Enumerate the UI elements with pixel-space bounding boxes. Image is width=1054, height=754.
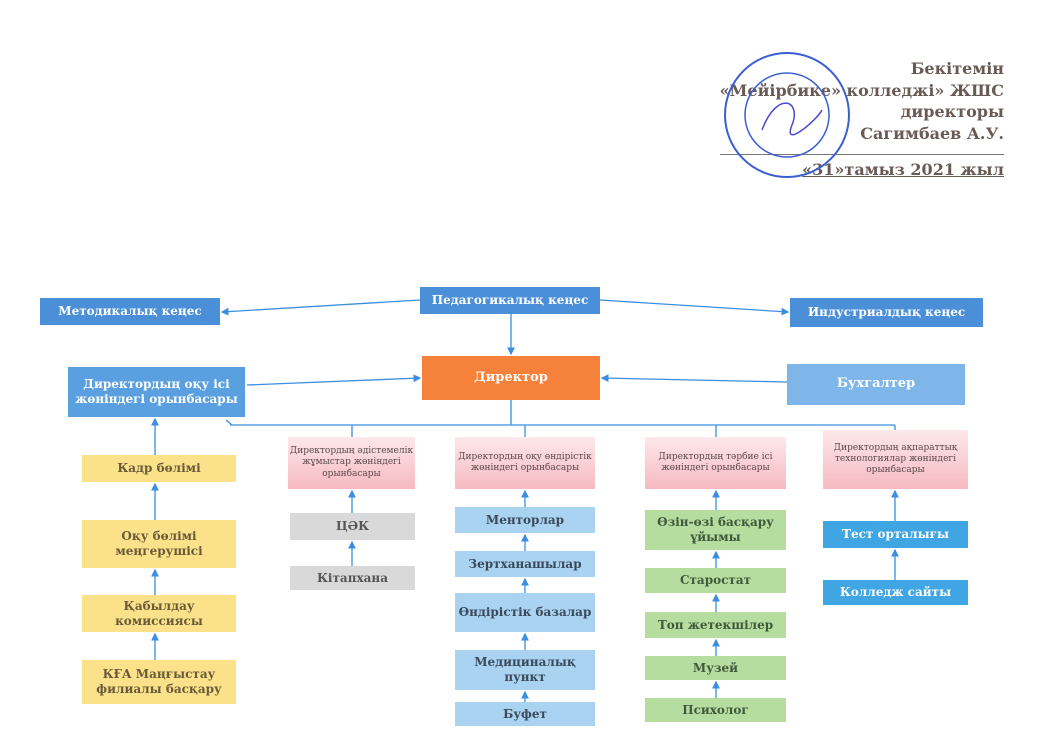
- col2-item: ЦӘК: [290, 513, 415, 540]
- col4-item: Өзін-өзі басқару ұйымы: [645, 510, 786, 550]
- deputy-production: Директордың оқу өндірістік жөніндегі оры…: [455, 437, 595, 489]
- deputy-upbringing: Директордың тәрбие ісі жөніндегі орынбас…: [645, 437, 786, 489]
- col4-item: Топ жетекшілер: [645, 612, 786, 638]
- director: Директор: [422, 356, 600, 400]
- col3-item: Буфет: [455, 702, 595, 726]
- approval-org: «Мейірбике» колледжі» ЖШС: [719, 80, 1004, 100]
- col2-item: Кітапхана: [290, 566, 415, 590]
- col5-item: Колледж сайты: [823, 580, 968, 605]
- approval-title: Бекітемін: [910, 59, 1004, 78]
- approval-date: «31»тамыз 2021 жыл: [719, 154, 1004, 181]
- col4-item: Психолог: [645, 698, 786, 722]
- stamp-seal: [724, 52, 850, 178]
- methodical-council: Методикалық кеңес: [40, 298, 220, 325]
- col1-item: КҒА Маңғыстау филиалы басқару: [82, 660, 236, 704]
- col1-item: Оқу бөлімі меңгерушісі: [82, 520, 236, 568]
- approval-position: директоры: [900, 102, 1004, 122]
- col1-item: Қабылдау комиссиясы: [82, 595, 236, 632]
- col5-item: Тест орталығы: [823, 521, 968, 548]
- signature: [761, 102, 823, 136]
- col3-item: Зертханашылар: [455, 551, 595, 577]
- approval-block: Бекітемін «Мейірбике» колледжі» ЖШС дире…: [719, 58, 1004, 181]
- col4-item: Музей: [645, 656, 786, 680]
- deputy-education: Директордың оқу ісі жөніндегі орынбасары: [68, 367, 245, 417]
- approval-name: Сагимбаев А.У.: [860, 123, 1004, 143]
- col3-item: Өндірістік базалар: [455, 593, 595, 632]
- col1-item: Кадр бөлімі: [82, 455, 236, 482]
- deputy-it: Директордың ақпараттық технологиялар жөн…: [823, 430, 968, 489]
- industrial-council: Индустриалдық кеңес: [790, 298, 983, 327]
- col3-item: Медициналық пункт: [455, 650, 595, 690]
- accountant: Бухгалтер: [787, 364, 965, 405]
- col3-item: Менторлар: [455, 507, 595, 533]
- col4-item: Старостат: [645, 568, 786, 593]
- deputy-methodical: Директордың әдістемелік жұмыстар жөнінде…: [288, 437, 415, 489]
- pedagogical-council: Педагогикалық кеңес: [420, 287, 600, 314]
